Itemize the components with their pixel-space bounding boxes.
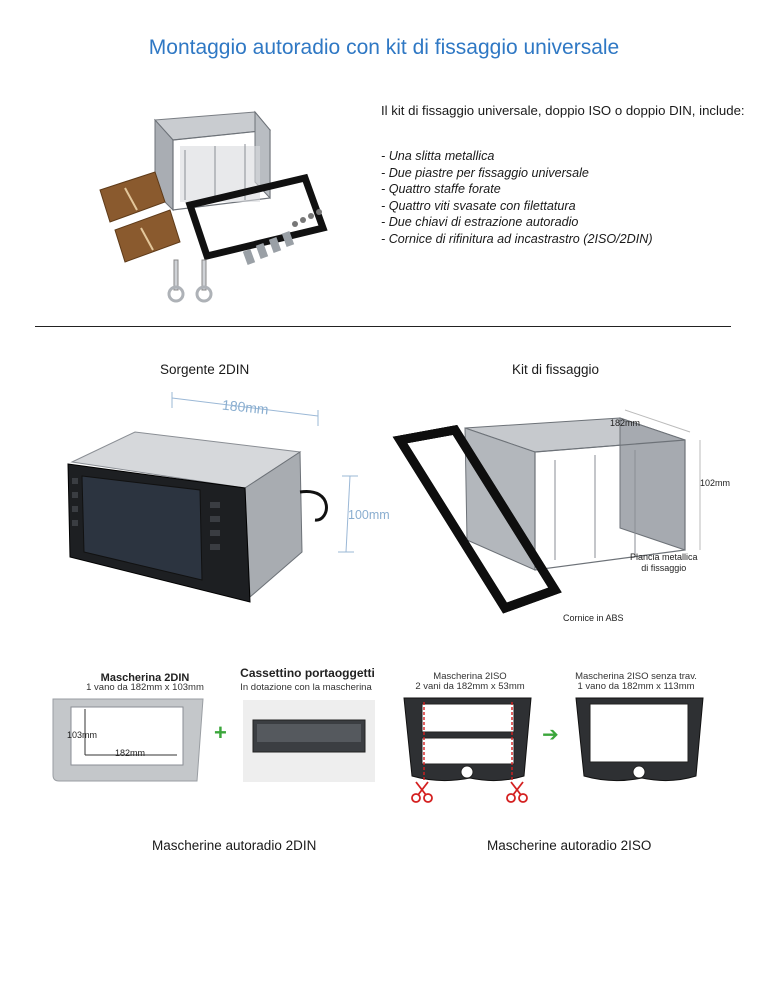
mask-2din-image [52,698,204,782]
dim-label-100mm: 100mm [348,508,390,522]
storage-pocket-image [243,700,375,782]
dim-label-103mm: 103mm [67,730,98,740]
mask-2iso-open-title: Mascherina 2ISO senza trav. [575,671,697,682]
kit-contents-list: - Una slitta metallica - Due piastre per… [381,148,761,248]
kit-intro-text: Il kit di fissaggio universale, doppio I… [381,103,745,118]
mask-2iso-open-subtitle: 1 vano da 182mm x 113mm [577,681,695,692]
list-item: - Una slitta metallica [381,149,495,163]
caption-masks-2din: Mascherine autoradio 2DIN [152,838,317,853]
mask-2iso-subtitle: 2 vani da 182mm x 53mm [415,681,525,692]
caption-mounting-kit: Kit di fissaggio [512,362,600,377]
mask-2iso-image [403,697,532,782]
list-item: - Due piastre per fissaggio universale [381,165,589,180]
dim-label-182mm: 182mm [610,418,641,428]
caption-masks-2iso: Mascherine autoradio 2ISO [487,838,652,853]
radio-2din-illustration [67,392,358,603]
list-item: - Quattro viti svasate con filettatura [381,198,576,213]
caption-source-2din: Sorgente 2DIN [160,362,250,377]
brackets-and-screws-image [242,209,322,265]
dim-label-182mm-2din: 182mm [115,748,146,758]
plus-icon: + [214,720,227,745]
pocket-subtitle: In dotazione con la mascherina [240,682,372,693]
extraction-keys-image [167,259,213,303]
page-title: Montaggio autoradio con kit di fissaggio… [148,36,620,59]
label-metal-plate: Plancia metallica di fissaggio [630,552,698,573]
mask-2din-subtitle: 1 vano da 182mm x 103mm [86,682,204,693]
scissors-icon [506,781,528,803]
label-abs-frame: Cornice in ABS [563,613,624,623]
mounting-plates-image [99,171,181,263]
list-item: - Quattro staffe forate [381,182,501,197]
mask-2iso-open-image [575,697,704,782]
mounting-kit-illustration [392,409,701,614]
trim-frame-image [185,173,328,261]
metal-cage-image [153,110,271,212]
pocket-title: Cassettino portaoggetti [240,666,375,680]
mask-2iso-title: Mascherina 2ISO [433,671,507,682]
list-item: - Cornice di rifinitura ad incastrastro … [381,231,653,246]
arrow-right-icon: ➔ [542,724,559,746]
mask-2din-title: Mascherina 2DIN [100,672,190,684]
kit-parts-illustration [99,110,328,303]
scissors-icon [411,781,433,803]
list-item: - Due chiavi di estrazione autoradio [381,215,579,230]
section-divider [35,326,731,327]
dim-label-102mm: 102mm [700,478,731,488]
